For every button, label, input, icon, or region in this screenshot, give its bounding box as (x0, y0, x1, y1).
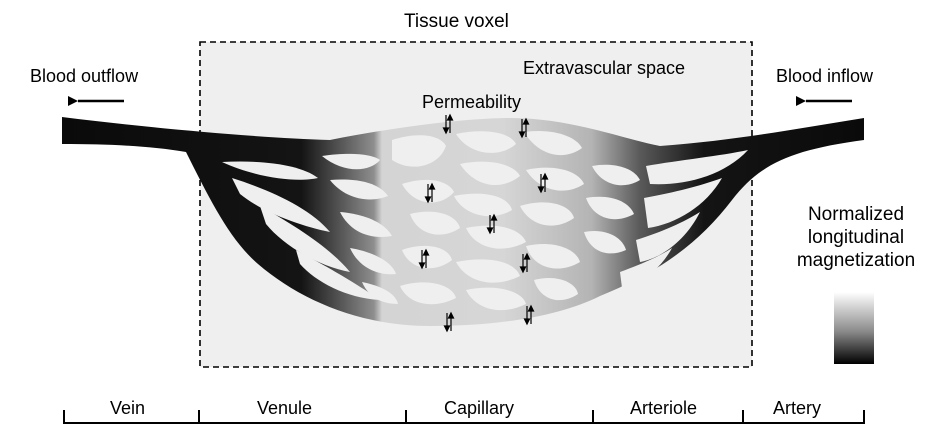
segment-label-venule: Venule (257, 398, 313, 418)
exchange-arrows (418, 113, 549, 333)
magnetization-colorbar (834, 292, 874, 364)
exchange-arrow-icon (518, 117, 530, 139)
legend-line-1: Normalized (807, 204, 905, 225)
permeability-label: Permeability (422, 92, 522, 112)
magnetization-legend: Normalized longitudinal magnetization (776, 203, 936, 272)
inflow-label: Blood inflow (776, 66, 874, 86)
segment-label-vein: Vein (110, 398, 146, 418)
exchange-arrow-icon (523, 304, 535, 326)
legend-line-3: magnetization (796, 250, 916, 271)
inter-vessel-tissue (222, 130, 748, 311)
segment-axis (63, 410, 865, 424)
exchange-arrow-icon (424, 182, 436, 204)
exchange-arrow-icon (418, 248, 430, 270)
legend-line-2: longitudinal (807, 227, 905, 248)
segment-label-arteriole: Arteriole (630, 398, 698, 418)
segment-label-capillary: Capillary (444, 398, 515, 418)
extravascular-label: Extravascular space (523, 58, 686, 78)
exchange-arrow-icon (537, 172, 549, 194)
exchange-arrow-icon (443, 311, 455, 333)
exchange-arrow-icon (442, 113, 454, 135)
outflow-label: Blood outflow (30, 66, 139, 86)
exchange-arrow-icon (486, 213, 498, 235)
segment-label-artery: Artery (773, 398, 822, 418)
exchange-arrow-icon (519, 252, 531, 274)
voxel-title: Tissue voxel (404, 11, 509, 32)
